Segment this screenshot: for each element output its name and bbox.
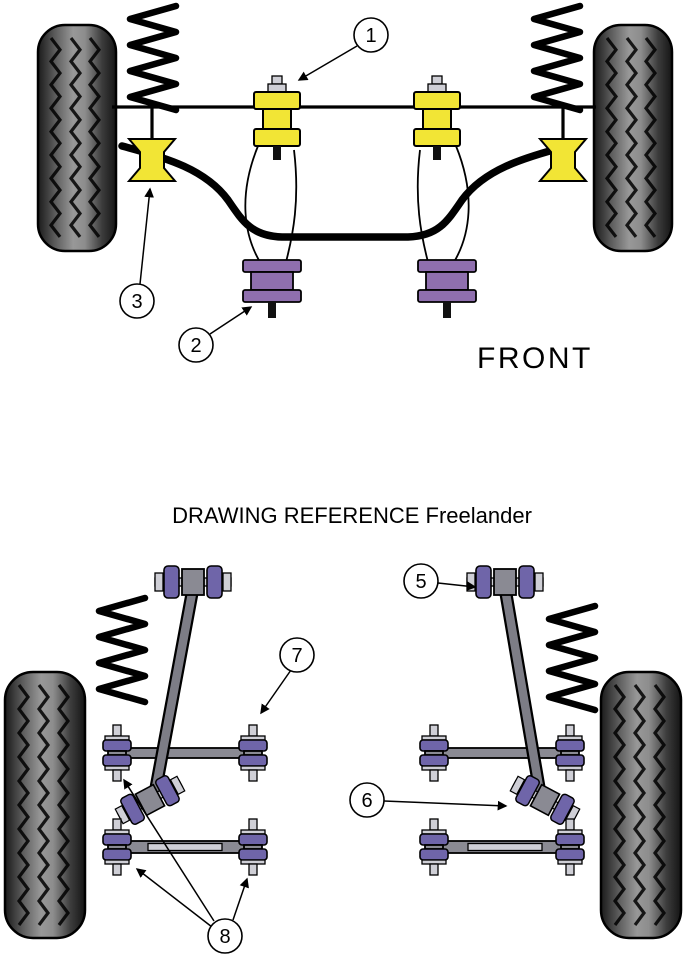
front-left-tire bbox=[38, 25, 116, 251]
front-left-link-line2 bbox=[285, 149, 298, 263]
callout-2-circle bbox=[178, 327, 214, 363]
callout-7-arrow bbox=[260, 669, 292, 715]
anti-roll-bar bbox=[118, 142, 572, 241]
front-right-spring bbox=[534, 6, 580, 110]
front-right-link-line2 bbox=[416, 149, 429, 263]
callout-3-number: 3 bbox=[131, 291, 142, 313]
front-left-spring bbox=[130, 6, 176, 110]
arb-mount-bushing-left bbox=[242, 259, 302, 319]
arb-mount-bushing-right bbox=[417, 259, 477, 319]
rear-left-upper-arm-inner-bushing bbox=[102, 724, 132, 782]
callout-8-arrow-a bbox=[123, 778, 215, 922]
callout-5: 5 bbox=[403, 563, 477, 599]
callout-5-circle bbox=[403, 563, 439, 599]
rear-left-lower-arm-sleeve bbox=[147, 842, 223, 852]
callout-5-arrow bbox=[437, 581, 477, 591]
rear-right-tire bbox=[601, 672, 681, 938]
rear-left-spring bbox=[99, 598, 145, 702]
callout-6-arrow bbox=[383, 800, 508, 811]
front-centre-bushing-right bbox=[413, 75, 461, 161]
rear-left-lower-arm-outer-bushing bbox=[238, 818, 268, 876]
front-centre-bushing-left bbox=[253, 75, 301, 161]
rear-right-lower-arm-inner-bushing bbox=[419, 818, 449, 876]
front-side-bushing-right bbox=[539, 138, 587, 182]
rear-left-trailing-link bbox=[150, 583, 198, 798]
callout-1-arrow bbox=[297, 45, 358, 81]
rear-left-lower-arm-inner-bushing bbox=[102, 818, 132, 876]
callout-3-arrow bbox=[139, 187, 154, 285]
front-right-link-line bbox=[453, 145, 470, 263]
callout-3: 3 bbox=[119, 187, 155, 319]
rear-left-upper-lateral-arm bbox=[116, 747, 254, 759]
rear-right-lower-arm-sleeve bbox=[467, 842, 543, 852]
drawing-title: DRAWING REFERENCE Freelander bbox=[172, 503, 532, 528]
callout-8: 8 bbox=[123, 778, 249, 954]
callout-3-circle bbox=[119, 283, 155, 319]
callout-8-circle bbox=[207, 918, 243, 954]
callout-6-circle bbox=[349, 782, 385, 818]
front-label: FRONT bbox=[477, 342, 593, 375]
callout-1: 1 bbox=[297, 17, 389, 81]
rear-left-upper-link-bushing bbox=[154, 565, 232, 599]
callout-7-number: 7 bbox=[291, 645, 302, 667]
callout-8-arrow-c bbox=[232, 877, 249, 921]
front-left-link-line bbox=[244, 145, 261, 263]
rear-left-upper-arm-outer-bushing bbox=[238, 724, 268, 782]
rear-right-trailing-link bbox=[500, 583, 545, 798]
callout-7: 7 bbox=[260, 637, 315, 715]
callout-1-circle bbox=[353, 17, 389, 53]
rear-right-lower-arm-outer-bushing bbox=[555, 818, 585, 876]
rear-left-tire bbox=[5, 672, 85, 938]
front-suspension-view: 1 3 2 FRONT bbox=[38, 6, 672, 375]
callout-2-arrow bbox=[209, 306, 253, 335]
rear-right-upper-lateral-arm bbox=[433, 747, 571, 759]
rear-right-upper-arm-outer-bushing bbox=[555, 724, 585, 782]
callout-1-number: 1 bbox=[365, 25, 376, 47]
callout-6-number: 6 bbox=[361, 790, 372, 812]
rear-left-assembly bbox=[102, 565, 268, 876]
callout-7-circle bbox=[279, 637, 315, 673]
rear-right-upper-arm-inner-bushing bbox=[419, 724, 449, 782]
callout-6: 6 bbox=[349, 782, 508, 818]
callout-2-number: 2 bbox=[190, 335, 201, 357]
rear-right-spring bbox=[549, 606, 595, 710]
callout-8-arrow-b bbox=[135, 868, 213, 928]
callout-8-number: 8 bbox=[219, 926, 230, 948]
callout-2: 2 bbox=[178, 306, 253, 363]
callout-5-number: 5 bbox=[415, 571, 426, 593]
rear-suspension-view: 5 7 6 8 bbox=[5, 563, 681, 954]
front-right-tire bbox=[594, 25, 672, 251]
rear-right-upper-link-bushing bbox=[466, 565, 544, 599]
rear-right-assembly bbox=[419, 565, 585, 876]
